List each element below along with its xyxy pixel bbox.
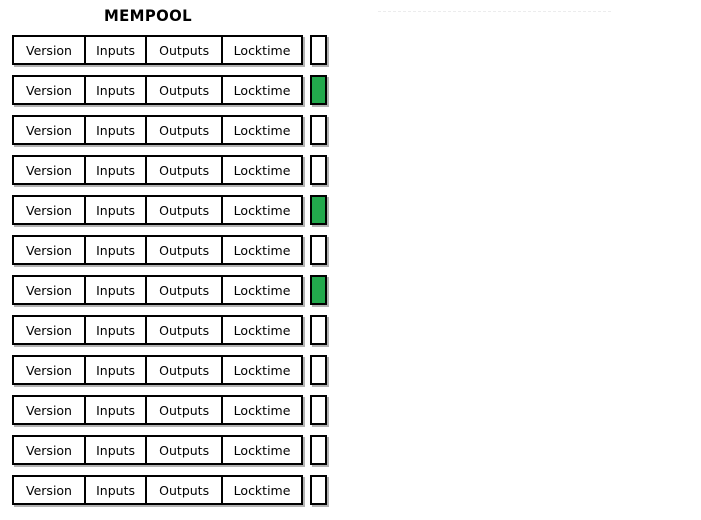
tx-cell-version: Version [14, 197, 84, 223]
tx-cell-inputs: Inputs [84, 117, 146, 143]
tx-cell-locktime: Locktime [221, 477, 301, 503]
status-badge-confirmed[interactable] [310, 275, 327, 305]
tx-cell-version: Version [14, 237, 84, 263]
status-badge-pending[interactable] [310, 35, 327, 65]
status-badge-confirmed[interactable] [310, 195, 327, 225]
tx-cell-locktime: Locktime [221, 277, 301, 303]
tx-cell-inputs: Inputs [84, 477, 146, 503]
tx-cell-outputs: Outputs [145, 317, 222, 343]
tx-cell-inputs: Inputs [84, 317, 146, 343]
tx-cell-inputs: Inputs [84, 37, 146, 63]
tx-cell-locktime: Locktime [221, 197, 301, 223]
tx-cell-version: Version [14, 357, 84, 383]
tx-cell-outputs: Outputs [145, 437, 222, 463]
tx-cell-locktime: Locktime [221, 237, 301, 263]
tx-cell-inputs: Inputs [84, 397, 146, 423]
tx-cell-locktime: Locktime [221, 37, 301, 63]
tx-cell-locktime: Locktime [221, 357, 301, 383]
status-badge-pending[interactable] [310, 235, 327, 265]
status-badge-pending[interactable] [310, 155, 327, 185]
tx-cell-outputs: Outputs [145, 37, 222, 63]
tx-cell-version: Version [14, 157, 84, 183]
tx-cell-inputs: Inputs [84, 237, 146, 263]
tx-cell-version: Version [14, 317, 84, 343]
tx-cell-version: Version [14, 37, 84, 63]
tx-cell-outputs: Outputs [145, 357, 222, 383]
tx-cell-outputs: Outputs [145, 197, 222, 223]
tx-cell-version: Version [14, 117, 84, 143]
tx-cell-inputs: Inputs [84, 437, 146, 463]
tx-cell-locktime: Locktime [221, 117, 301, 143]
tx-cell-locktime: Locktime [221, 77, 301, 103]
status-badge-pending[interactable] [310, 355, 327, 385]
status-badge-pending[interactable] [310, 435, 327, 465]
tx-cell-inputs: Inputs [84, 77, 146, 103]
tx-cell-version: Version [14, 77, 84, 103]
status-badge-pending[interactable] [310, 315, 327, 345]
tx-cell-locktime: Locktime [221, 157, 301, 183]
tx-cell-locktime: Locktime [221, 397, 301, 423]
tx-cell-outputs: Outputs [145, 117, 222, 143]
tx-cell-outputs: Outputs [145, 237, 222, 263]
tx-cell-locktime: Locktime [221, 317, 301, 343]
tx-cell-version: Version [14, 477, 84, 503]
tx-cell-inputs: Inputs [84, 357, 146, 383]
tx-cell-version: Version [14, 277, 84, 303]
status-badge-pending[interactable] [310, 115, 327, 145]
tx-cell-outputs: Outputs [145, 397, 222, 423]
tx-cell-locktime: Locktime [221, 437, 301, 463]
tx-cell-version: Version [14, 437, 84, 463]
tx-cell-outputs: Outputs [145, 277, 222, 303]
tx-cell-inputs: Inputs [84, 157, 146, 183]
tx-cell-inputs: Inputs [84, 277, 146, 303]
status-badge-confirmed[interactable] [310, 75, 327, 105]
tx-cell-outputs: Outputs [145, 157, 222, 183]
faint-dashed-rule [378, 11, 611, 12]
status-badge-pending[interactable] [310, 395, 327, 425]
tx-cell-outputs: Outputs [145, 77, 222, 103]
tx-cell-outputs: Outputs [145, 477, 222, 503]
tx-cell-inputs: Inputs [84, 197, 146, 223]
page-title: MEMPOOL [103, 6, 193, 25]
tx-cell-version: Version [14, 397, 84, 423]
status-badge-pending[interactable] [310, 475, 327, 505]
